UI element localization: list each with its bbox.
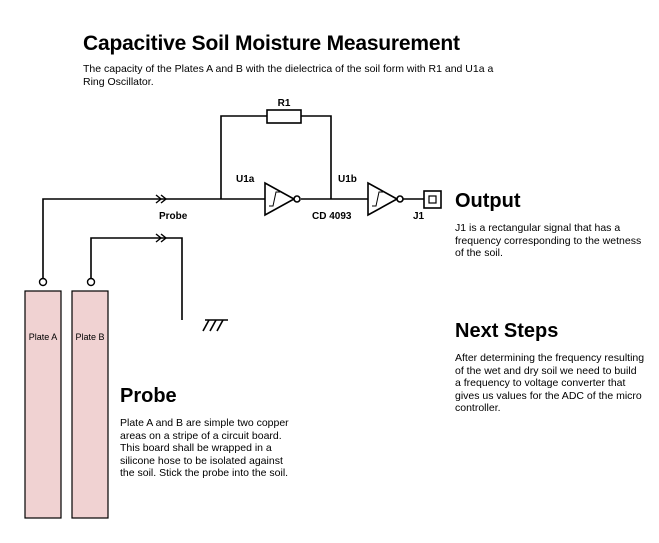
feedback-wire — [220, 115, 267, 199]
probe-arrow-icon-b — [155, 233, 168, 243]
label-u1a: U1a — [236, 174, 255, 185]
label-probe: Probe — [159, 211, 188, 222]
probe-wire — [42, 198, 265, 278]
label-u1b: U1b — [338, 174, 357, 185]
schmitt-icon-u1b — [372, 191, 383, 207]
ground-wire — [90, 237, 183, 320]
feedback-wire-right — [301, 115, 332, 199]
probe-text: Plate A and B are simple two copper area… — [120, 417, 289, 479]
ground-icon — [202, 319, 228, 332]
connector-j1-inner — [428, 195, 437, 204]
label-plate-b: Plate B — [75, 332, 104, 342]
terminal-plate-b — [86, 277, 96, 287]
label-ic: CD 4093 — [312, 211, 352, 222]
label-j1: J1 — [413, 211, 425, 222]
gate-u1b — [367, 181, 404, 217]
probe-arrow-icon-a — [155, 194, 168, 204]
terminal-plate-a — [38, 277, 48, 287]
next-steps-heading: Next Steps — [455, 320, 559, 342]
gate-u1a — [264, 181, 301, 217]
schmitt-icon-u1a — [269, 191, 280, 207]
probe-heading: Probe — [120, 385, 177, 407]
output-text: J1 is a rectangular signal that has a fr… — [455, 222, 642, 259]
label-r1: R1 — [278, 98, 291, 109]
page-title: Capacitive Soil Moisture Measurement — [83, 32, 460, 55]
resistor-r1 — [266, 109, 302, 124]
plate-a — [24, 290, 62, 519]
plate-b — [71, 290, 109, 519]
label-plate-a: Plate A — [29, 332, 58, 342]
page-subtitle: The capacity of the Plates A and B with … — [83, 63, 494, 88]
next-steps-text: After determining the frequency resultin… — [455, 352, 645, 414]
output-heading: Output — [455, 190, 521, 212]
